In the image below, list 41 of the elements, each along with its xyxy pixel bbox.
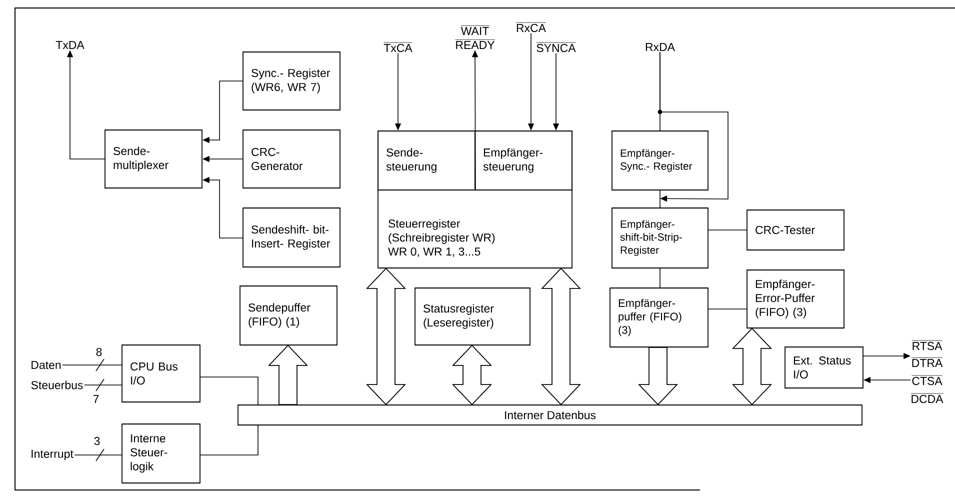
register-box: Empfänger- Error-Puffer (FIFO) (3) — [746, 270, 844, 328]
signal-label: RxDA — [646, 43, 675, 51]
connector-line — [200, 376, 258, 405]
signal-label: SYNCA — [536, 42, 576, 52]
signal-label: RxCA — [516, 22, 546, 32]
signal-label: TxDA — [56, 41, 84, 49]
register-box: Sendepuffer (FIFO) (1) — [240, 286, 338, 346]
register-box: Empfänger- steuerung — [474, 130, 572, 190]
register-box: Sync.- Register (WR6, WR 7) — [242, 52, 340, 110]
edge-label: 7 — [92, 394, 100, 404]
register-box: Interne Steuer- logik — [122, 424, 200, 484]
register-box: Statusregister (Leseregister) — [414, 288, 530, 346]
register-box: CPU Bus I/O — [122, 344, 200, 402]
register-box: CRC-Tester — [746, 210, 844, 250]
register-box: Empfänger- Sync.- Register — [612, 130, 708, 190]
signal-label: DTRA — [911, 357, 943, 367]
edge-label: 8 — [95, 347, 103, 357]
register-box: Sendeshift- bit-Insert- Register — [242, 208, 340, 268]
register-box: Ext. Status I/O — [784, 346, 864, 388]
signal-label: TxCA — [383, 42, 413, 52]
signal-label: RTSA — [912, 340, 942, 350]
register-box: Sende- steuerung — [378, 130, 476, 190]
data-bus-bar: Interner Datenbus — [238, 404, 862, 426]
connector-line — [84, 378, 122, 392]
signal-label: Steuerbus — [31, 380, 83, 390]
connector-line — [74, 448, 122, 462]
signal-label: CTSA — [911, 375, 943, 386]
register-box: CRC- Generator — [242, 130, 340, 188]
signal-label: WAIT READY — [455, 25, 496, 49]
signal-label: DCDA — [910, 393, 944, 404]
connector-line — [708, 308, 747, 310]
connector-line — [200, 425, 258, 456]
register-box: Empfänger- puffer (FIFO) (3) — [610, 288, 708, 348]
signal-label: Daten — [32, 361, 61, 369]
register-box: Empfänger- shift-bit-Strip- Register — [612, 208, 708, 268]
edge-label: 3 — [93, 436, 101, 446]
signal-label: Interrupt — [32, 450, 74, 460]
connector-line — [62, 358, 122, 372]
arrow — [660, 52, 728, 202]
block-arrow — [638, 347, 678, 406]
register-box: Sende- multiplexer — [104, 130, 202, 188]
